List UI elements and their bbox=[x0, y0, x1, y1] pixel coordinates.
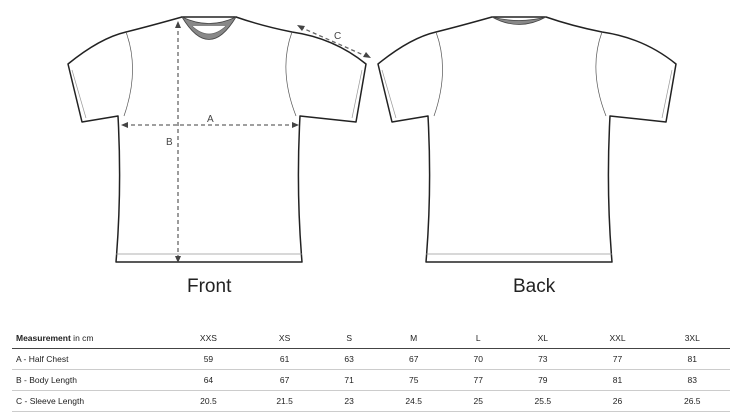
cell-value: 26.5 bbox=[683, 396, 701, 406]
table-row: A - Half Chest 59 61 63 67 70 73 77 81 bbox=[12, 349, 730, 370]
size-header: S bbox=[346, 333, 352, 343]
tshirt-diagram: A B C bbox=[67, 16, 677, 263]
cell-value: 23 bbox=[344, 396, 354, 406]
label-b: B bbox=[166, 137, 173, 148]
cell-value: 63 bbox=[344, 354, 354, 364]
cell-value: 26 bbox=[612, 396, 623, 406]
cell-value: 24.5 bbox=[405, 396, 422, 406]
table-row: B - Body Length 64 67 71 75 77 79 81 83 bbox=[12, 370, 730, 391]
table-header-row: Measurement in cm XXS XS S M L XL XXL 3X… bbox=[12, 328, 730, 349]
cell-value: 70 bbox=[473, 354, 483, 364]
size-header: XXL bbox=[609, 333, 626, 343]
cell-value: 59 bbox=[203, 354, 214, 364]
label-c: C bbox=[334, 31, 341, 42]
cell-value: 73 bbox=[538, 354, 548, 364]
label-a: A bbox=[207, 114, 214, 125]
cell-value: 21.5 bbox=[276, 396, 293, 406]
row-label: A - Half Chest bbox=[16, 354, 69, 364]
size-header: XS bbox=[278, 333, 291, 343]
size-header: M bbox=[410, 333, 418, 343]
cell-value: 77 bbox=[473, 375, 483, 385]
back-label: Back bbox=[513, 276, 556, 297]
cell-value: 20.5 bbox=[200, 396, 217, 406]
cell-value: 61 bbox=[279, 354, 290, 364]
cell-value: 77 bbox=[612, 354, 623, 364]
size-header: XL bbox=[537, 333, 549, 343]
size-header: L bbox=[475, 333, 481, 343]
size-header: 3XL bbox=[684, 333, 700, 343]
front-shirt: A B C bbox=[67, 16, 371, 263]
size-header: XXS bbox=[199, 333, 217, 343]
cell-value: 75 bbox=[408, 375, 419, 385]
cell-value: 25.5 bbox=[534, 396, 552, 406]
front-label: Front bbox=[187, 276, 232, 297]
dimension-c-line bbox=[299, 26, 369, 58]
cell-value: 25 bbox=[473, 396, 483, 406]
cell-value: 67 bbox=[279, 375, 290, 385]
cell-value: 83 bbox=[687, 375, 697, 385]
row-label: B - Body Length bbox=[16, 375, 77, 385]
back-shirt bbox=[377, 16, 677, 263]
cell-value: 67 bbox=[408, 354, 419, 364]
row-label: C - Sleeve Length bbox=[16, 396, 85, 406]
back-collar bbox=[491, 16, 547, 25]
cell-value: 71 bbox=[344, 375, 354, 385]
cell-value: 81 bbox=[612, 375, 623, 385]
size-table: Measurement in cm XXS XS S M L XL XXL 3X… bbox=[12, 328, 730, 412]
cell-value: 64 bbox=[203, 375, 214, 385]
cell-value: 81 bbox=[687, 354, 697, 364]
cell-value: 79 bbox=[538, 375, 548, 385]
table-row: C - Sleeve Length 20.5 21.5 23 24.5 25 25.5 26 2… bbox=[12, 391, 730, 412]
